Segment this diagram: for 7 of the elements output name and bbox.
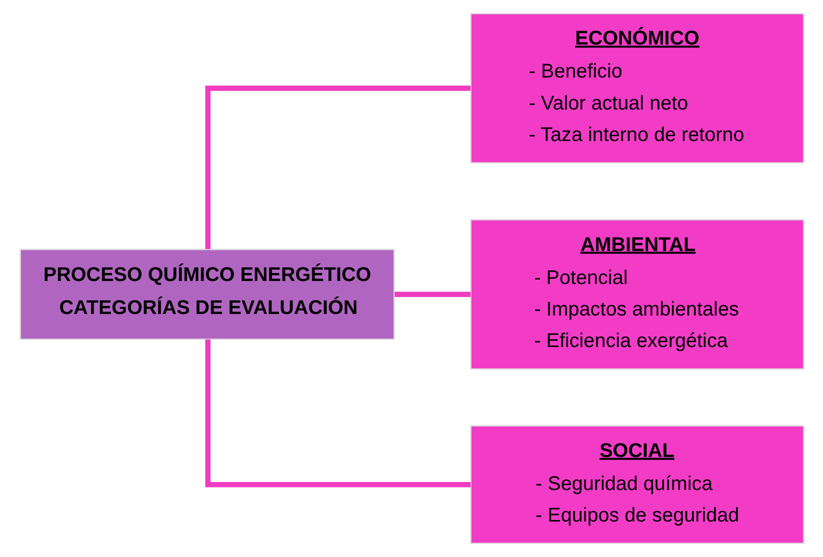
connector: [394, 292, 470, 297]
node-box: AMBIENTAL - Potencial - Impactos ambientales - Eficiencia exergética: [470, 219, 804, 370]
connector: [204, 86, 470, 250]
connector: [204, 339, 470, 488]
node-box: ECONÓMICO - Beneficio - Valor actual neto - Taza interno de retorno: [470, 12, 804, 164]
node-box: SOCIAL - Seguridad química - Equipos de seguridad: [470, 425, 804, 544]
node-box: PROCESO QUÍMICO ENERGÉTICO CATEGORÍAS DE EVALUACIÓN: [19, 248, 394, 340]
